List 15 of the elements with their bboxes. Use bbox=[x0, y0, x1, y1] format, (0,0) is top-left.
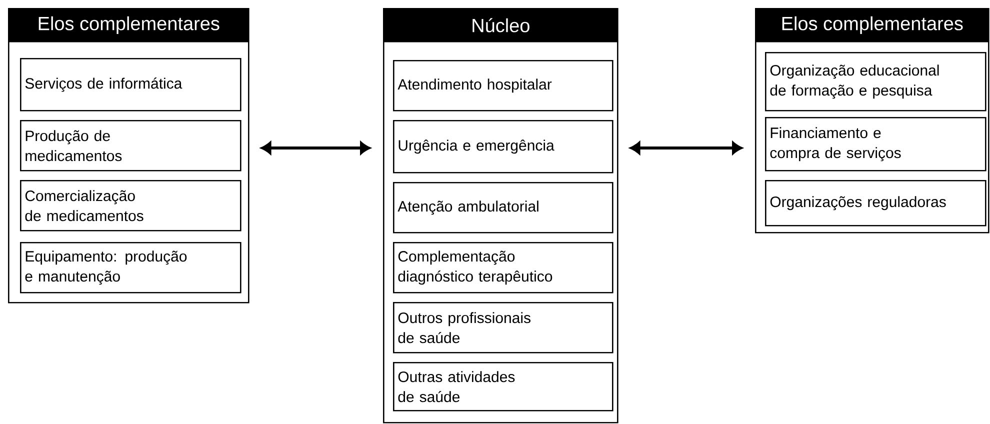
item-box: Complementação diagnóstico terapêutico bbox=[393, 242, 614, 294]
item-box: Equipamento: produção e manutenção bbox=[20, 242, 242, 294]
item-box: Organizações reguladoras bbox=[765, 180, 986, 226]
item-box: Outras atividades de saúde bbox=[393, 362, 614, 412]
double-arrow bbox=[261, 142, 370, 154]
item-box: Produção de medicamentos bbox=[20, 120, 242, 172]
item-box: Atenção ambulatorial bbox=[393, 182, 614, 234]
double-arrow bbox=[630, 142, 742, 154]
item-box: Atendimento hospitalar bbox=[393, 60, 614, 112]
item-box: Serviços de informática bbox=[20, 58, 242, 112]
item-box: Outros profissionais de saúde bbox=[393, 302, 614, 354]
item-box: Financiamento e compra de serviços bbox=[765, 117, 986, 172]
item-box: Urgência e emergência bbox=[393, 120, 614, 174]
item-box: Organização educacional de formação e pesquisa bbox=[765, 52, 986, 112]
item-box: Comercialização de medicamentos bbox=[20, 180, 242, 232]
